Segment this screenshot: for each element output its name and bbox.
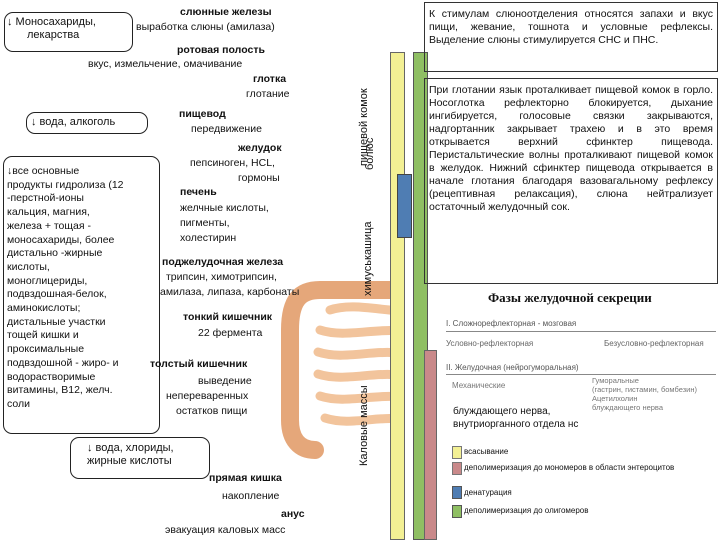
nutrients-line: кислоты, xyxy=(7,260,50,273)
phase1-left: Условно-рефлекторная xyxy=(446,339,534,348)
liver-desc-3: холестирин xyxy=(180,232,237,244)
pancreas-title: поджелудочная железа xyxy=(162,256,284,268)
phase1-title: I. Сложнорефлекторная - мозговая xyxy=(446,319,577,328)
nerve-note-1: блуждающего нерва, xyxy=(453,406,551,417)
bar-rose xyxy=(424,350,437,540)
legend-swatch-rose xyxy=(452,462,462,475)
legend-text-oligomers: деполимеризация до олигомеров xyxy=(464,506,589,515)
mouth-title: ротовая полость xyxy=(177,44,265,56)
nutrients-line: ↓все основные xyxy=(7,165,80,177)
bar-yellow xyxy=(390,52,405,540)
large-intestine-shape xyxy=(281,281,390,339)
nutrients-line: дистально -жирные xyxy=(7,247,103,260)
phase2-right-2: (гастрин, гистамин, бомбезин) xyxy=(592,385,697,394)
label-chyme-wrap: химуськашица xyxy=(362,222,374,297)
anus-title: анус xyxy=(281,508,305,520)
pancreas-desc-1: трипсин, химотрипсин, xyxy=(166,271,277,283)
phase2-rule xyxy=(446,374,716,375)
nutrients-line: проксимальные xyxy=(7,343,85,356)
box-line: ↓ вода, алкоголь xyxy=(31,116,116,128)
pharynx-title: глотка xyxy=(253,73,287,85)
phase2-title: II. Желудочная (нейрогуморальная) xyxy=(446,363,579,372)
nutrients-line: моносахариды, более xyxy=(7,233,115,246)
nutrients-line: аминокислоты; xyxy=(7,302,81,315)
stomach-title: желудок xyxy=(238,142,282,154)
label-feces: Каловые массы xyxy=(358,385,370,466)
legend-text-monomers: деполимеризация до мономеров в области э… xyxy=(464,463,675,472)
pancreas-desc-2: амилаза, липаза, карбонаты xyxy=(160,286,300,298)
nutrients-line: кальция, магния, xyxy=(7,206,90,219)
nutrients-line: витамины, В12, желч. xyxy=(7,384,113,397)
nutrients-line: соли xyxy=(7,397,30,410)
mouth-desc: вкус, измельчение, омачивание xyxy=(88,58,243,70)
phase2-right-1: Гуморальные xyxy=(592,376,639,385)
salivation-box: К стимулам слюноотделения относятся запа… xyxy=(424,2,718,72)
liver-desc-1: желчные кислоты, xyxy=(180,202,269,214)
bar-blue xyxy=(397,174,412,238)
box-water-chlorides: ↓ вода, хлориды, жирные кислоты xyxy=(70,437,210,479)
salivation-text: К стимулам слюноотделения относятся запа… xyxy=(429,8,713,46)
large-intestine-desc-2: непереваренных xyxy=(166,390,249,402)
label-chyme: химуськашица xyxy=(362,221,374,297)
large-intestine-desc-1: выведение xyxy=(198,375,252,387)
nutrients-line: водорастворимые xyxy=(7,370,96,383)
legend-swatch-green xyxy=(452,505,462,518)
legend-text-denaturation: денатурация xyxy=(464,488,512,497)
salivary-title: слюнные железы xyxy=(180,6,272,18)
nutrients-line: -перстной-ионы xyxy=(7,192,84,205)
phase2-left: Механические xyxy=(452,381,506,390)
rectum-desc: накопление xyxy=(222,490,280,502)
legend-swatch-blue xyxy=(452,486,462,499)
nutrients-line: подвздошной - жиро- и xyxy=(7,356,119,369)
nutrients-line: продукты гидролиза (12 xyxy=(7,178,124,191)
large-intestine-left xyxy=(281,321,324,459)
secretion-title: Фазы желудочной секреции xyxy=(488,290,652,305)
swallowing-box: При глотании язык проталкивает пищевой к… xyxy=(424,78,718,284)
liver-desc-2: пигменты, xyxy=(180,217,230,229)
digestive-tract-figure xyxy=(281,281,390,459)
phase2-right-4: блуждающего нерва xyxy=(592,403,663,412)
esophagus-desc: передвижение xyxy=(191,123,262,135)
legend-swatch-yellow xyxy=(452,446,462,459)
phase2-right-3: Ацетилхолин xyxy=(592,394,638,403)
small-intestine-coils xyxy=(313,302,390,426)
nutrients-line: подвздошная-белок, xyxy=(7,288,107,301)
phase1-rule xyxy=(446,331,716,332)
box-line: ↓ вода, хлориды, xyxy=(87,442,174,454)
pharynx-desc: глотание xyxy=(246,88,290,100)
esophagus-title: пищевод xyxy=(179,108,226,120)
anus-desc: эвакуация каловых масс xyxy=(165,524,286,536)
nerve-note-2: внутриорганного отдела нс xyxy=(453,419,579,430)
box-line: ↓ Моносахариды, xyxy=(7,16,96,28)
nutrients-line: моноглицериды, xyxy=(7,274,88,287)
label-bolus2-wrap: болюс xyxy=(364,138,376,170)
large-intestine-desc-3: остатков пищи xyxy=(176,405,248,417)
small-intestine-title: тонкий кишечник xyxy=(183,311,273,323)
legend-text-absorption: всасывание xyxy=(464,447,509,456)
box-line: лекарства xyxy=(27,29,80,41)
nutrients-line: железа + тощая - xyxy=(7,219,91,232)
box-water-alcohol: ↓ вода, алкоголь xyxy=(26,112,148,134)
label-bolus-2: болюс xyxy=(364,137,376,170)
stomach-desc-1: пепсиноген, НСL, xyxy=(190,157,275,169)
stomach-desc-2: гормоны xyxy=(238,172,280,184)
box-monosaccharides: ↓ Моносахариды, лекарства xyxy=(4,12,133,52)
small-intestine-desc: 22 фермента xyxy=(198,327,263,339)
salivary-desc: выработка слюны (амилаза) xyxy=(136,21,275,33)
large-intestine-title: толстый кишечник xyxy=(150,358,248,370)
liver-title: печень xyxy=(180,186,217,198)
phase1-right: Безусловно-рефлекторная xyxy=(604,339,704,348)
label-feces-wrap: Каловые массы xyxy=(358,385,370,466)
nutrients-line: дистальные участки xyxy=(7,315,106,328)
swallowing-text: При глотании язык проталкивает пищевой к… xyxy=(429,84,713,213)
box-line: жирные кислоты xyxy=(87,455,172,467)
secretion-scheme: Фазы желудочной секреции I. Сложнорефлек… xyxy=(444,288,720,436)
rectum-title: прямая кишка xyxy=(209,472,282,484)
nutrients-line: тощей кишки и xyxy=(7,329,79,342)
